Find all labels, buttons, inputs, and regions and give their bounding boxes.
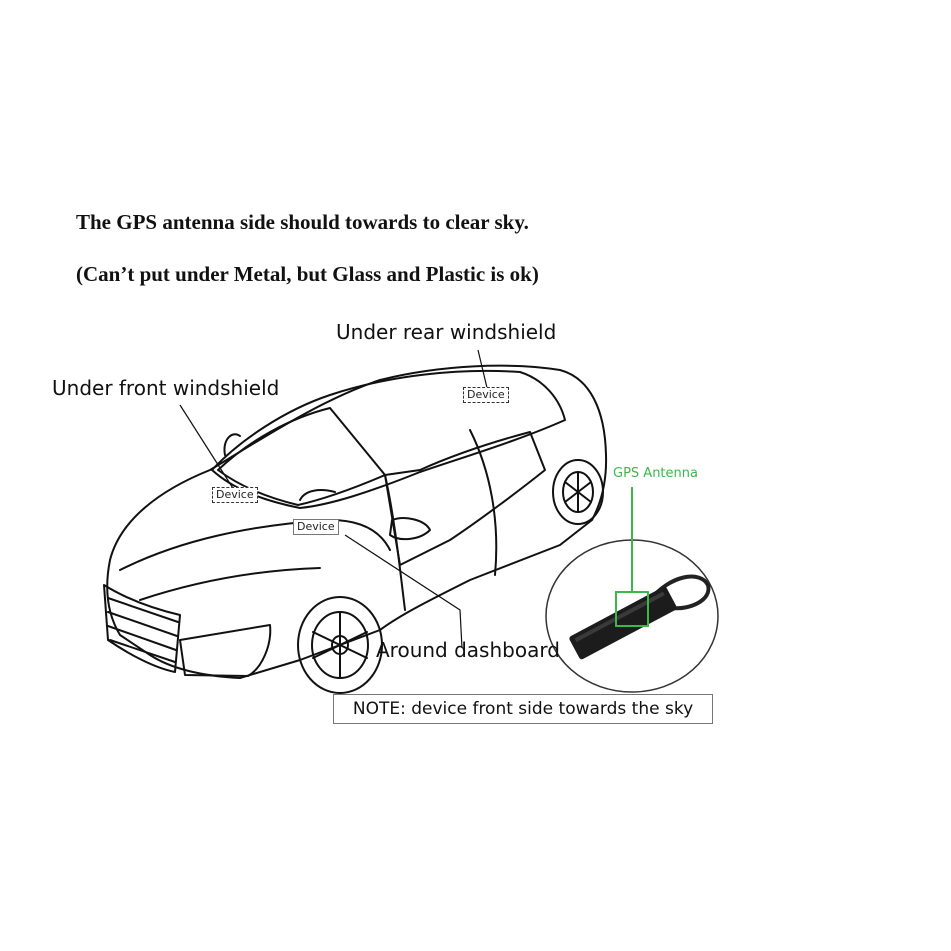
device-tag-rear: Device [463, 387, 509, 403]
gps-antenna-highlight-box [615, 591, 649, 627]
gps-device-image [545, 539, 719, 693]
headline-line-1: The GPS antenna side should towards to c… [76, 210, 529, 234]
note-box: NOTE: device front side towards the sky [333, 694, 713, 724]
device-tag-dashboard: Device [293, 519, 339, 535]
gps-antenna-label: GPS Antenna [613, 466, 698, 481]
headline-line-2: (Can’t put under Metal, but Glass and Pl… [76, 262, 539, 286]
label-rear-windshield: Under rear windshield [336, 320, 557, 344]
label-dashboard: Around dashboard [376, 638, 560, 662]
label-front-windshield: Under front windshield [52, 376, 280, 400]
device-tag-front: Device [212, 487, 258, 503]
